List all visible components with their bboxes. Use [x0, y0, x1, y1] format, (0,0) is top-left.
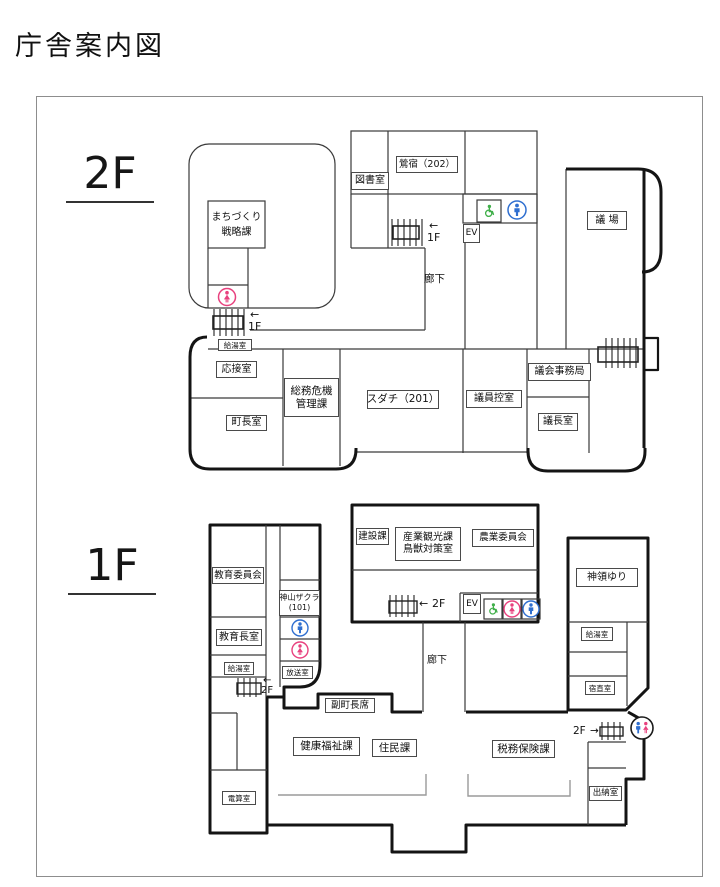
stair-dest-2f-left: 1F: [248, 320, 262, 333]
room-label-gikai-jimukyoku: 議会事務局: [528, 363, 591, 381]
room-label-kamiyama-sakura-101: 神山ザクラ (101): [279, 590, 320, 616]
wheelchair-accessible-icon: [484, 204, 495, 218]
room-label-shukuchoku: 宿直室: [585, 681, 615, 695]
room-label-densan: 電算室: [222, 791, 256, 805]
room-label-giin-hikaeshitsu: 議員控室: [466, 390, 522, 408]
elevator-1f: EV: [463, 594, 481, 614]
stair-arrow-1f-right: →: [590, 725, 599, 737]
room-label-kyuto-1f-left: 給湯室: [224, 662, 254, 675]
stair-dest-1f-mid: 2F: [432, 597, 446, 610]
stairs-1f: [236, 595, 624, 740]
corridor-label-2f: 廊下: [424, 273, 445, 285]
room-label-kensetsu: 建設課: [356, 528, 389, 545]
stair-arrow-1f-left: ←: [263, 675, 272, 686]
map-frame: [36, 96, 703, 877]
room-label-zeimu-hoken: 税務保険課: [492, 740, 555, 758]
stair-dest-2f-mid: 1F: [427, 231, 441, 244]
stair-dest-1f-left: 2F: [261, 685, 274, 696]
room-label-oshuku-202: 鶯宿（202）: [396, 156, 458, 173]
room-label-kyoikucho: 教育長室: [216, 629, 262, 646]
floor-label-2f: 2F: [66, 152, 154, 203]
room-label-jumin: 住民課: [372, 739, 417, 757]
stair-dest-1f-right: 2F: [573, 725, 586, 737]
corridor-label-1f: 廊下: [427, 655, 447, 666]
room-label-nogyo-iinkai: 農業委員会: [472, 529, 534, 547]
room-label-assembly-hall: 議 場: [587, 211, 627, 230]
stairs-2f: [212, 219, 639, 368]
room-label-hoso: 放送室: [282, 666, 313, 679]
room-label-library: 図書室: [351, 172, 389, 190]
wheelchair-accessible-icon: [489, 603, 498, 615]
room-label-reception: 応接室: [216, 361, 257, 378]
walls-2f-thin: [188, 130, 644, 466]
stair-arrow-2f-left: ←: [250, 308, 260, 321]
female-restroom-icon: [291, 641, 309, 659]
male-restroom-icon: [507, 200, 527, 220]
room-label-kenko-fukushi: 健康福祉課: [293, 737, 360, 756]
room-machizukuri-senryakuka: まちづくり 戦略課: [211, 212, 262, 238]
room-label-fukucho-seki: 副町長席: [325, 698, 375, 713]
stair-arrow-1f-mid: ←: [419, 597, 429, 610]
floor-label-1f: 1F: [68, 544, 156, 595]
page-title: 庁舎案内図: [15, 31, 165, 62]
room-label-jinryo-yuri: 神領ゆり: [576, 568, 638, 587]
male-restroom-icon: [522, 600, 540, 618]
elevator-2f: EV: [463, 224, 480, 243]
room-label-kyuto-1f-right: 給湯室: [581, 627, 613, 641]
walls-2f-thick: [188, 167, 663, 473]
room-label-sangyo-kanko: 産業観光課 鳥獣対策室: [395, 527, 461, 561]
room-label-suito: 出納室: [589, 786, 622, 801]
male-restroom-icon: [291, 619, 309, 637]
walls-1f-thin: [210, 525, 648, 825]
female-restroom-icon: [217, 287, 237, 307]
room-label-gicho-office: 議長室: [538, 413, 578, 431]
female-restroom-icon: [503, 600, 521, 618]
room-label-somu-kiki-kanri: 総務危機 管理課: [284, 378, 339, 417]
room-label-mayor-office: 町長室: [226, 415, 267, 431]
room-label-kyuto-2f: 給湯室: [218, 339, 252, 351]
stair-arrow-2f-mid: ←: [429, 219, 439, 232]
restroom-icon: [630, 716, 654, 740]
room-label-kyoiku-iinkai: 教育委員会: [212, 567, 264, 584]
walls-1f-thick: [208, 503, 650, 854]
room-label-sudachi-201: スダチ（201）: [367, 390, 439, 409]
service-counters-1f: [278, 774, 571, 797]
